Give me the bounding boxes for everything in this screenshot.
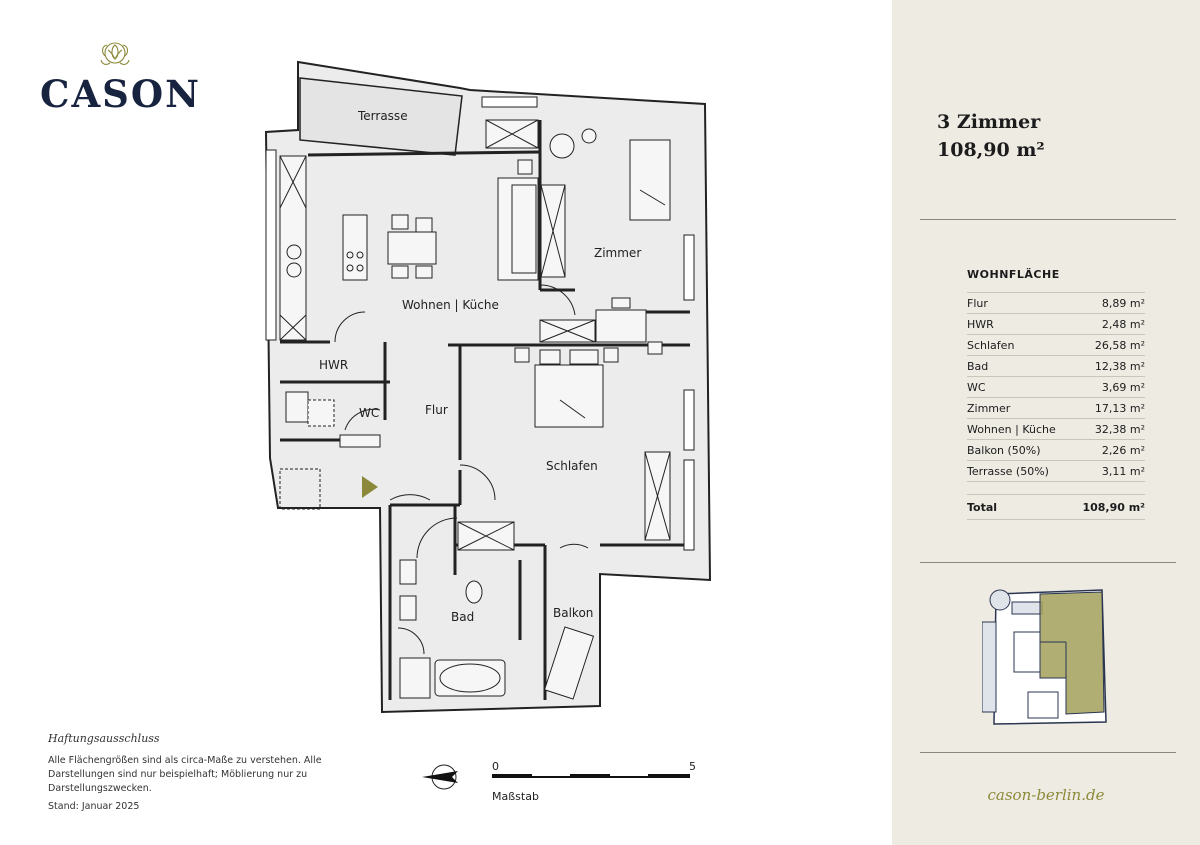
- area-row-value: 3,69 m²: [1101, 381, 1145, 394]
- windows: [265, 96, 695, 551]
- brand-name: CASON: [40, 72, 201, 116]
- disclaimer-text: Alle Flächengrößen sind als circa-Maße z…: [48, 755, 322, 794]
- area-row-name: Zimmer: [967, 402, 1011, 415]
- area-row-name: Bad: [967, 360, 989, 373]
- area-row-name: Terrasse (50%): [967, 465, 1049, 478]
- brand-logo: CASON: [40, 36, 201, 116]
- area-row: Flur 8,89 m²: [967, 292, 1145, 313]
- area-row-name: Schlafen: [967, 339, 1015, 352]
- wardrobes: [457, 119, 671, 551]
- area-row: Schlafen 26,58 m²: [967, 334, 1145, 355]
- door-swings: [334, 284, 589, 655]
- bathroom-fixtures: [285, 391, 506, 699]
- disclaimer-date: Stand: Januar 2025: [48, 801, 140, 812]
- interior-walls: [280, 120, 690, 700]
- entrance-arrow-icon: [362, 476, 378, 498]
- sofa: [497, 159, 539, 281]
- divider-bottom: [920, 752, 1176, 753]
- area-row-name: Flur: [967, 297, 988, 310]
- rose-icon: [100, 42, 130, 65]
- area-row-value: 17,13 m²: [1094, 402, 1145, 415]
- area-heading: WOHNFLÄCHE: [967, 268, 1060, 281]
- area-total-value: 108,90 m²: [1082, 501, 1145, 514]
- area-row: Wohnen | Küche 32,38 m²: [967, 418, 1145, 439]
- scale-end: 5: [689, 760, 696, 773]
- info-panel: 3 Zimmer 108,90 m² WOHNFLÄCHE Flur 8,89 m…: [892, 0, 1200, 845]
- area-row: Zimmer 17,13 m²: [967, 397, 1145, 418]
- area-row: WC 3,69 m²: [967, 376, 1145, 397]
- divider-top: [920, 219, 1176, 220]
- zimmer-furniture: [549, 128, 671, 343]
- room-label-flur: Flur: [425, 403, 448, 417]
- scale-bar: 0 5 Maßstab: [490, 760, 700, 810]
- area-table: WOHNFLÄCHE Flur 8,89 m² HWR 2,48 m² Schlaf…: [967, 268, 1145, 520]
- room-label-wohnen: Wohnen | Küche: [402, 298, 499, 312]
- area-row-name: Balkon (50%): [967, 444, 1041, 457]
- area-row-value: 2,48 m²: [1101, 318, 1145, 331]
- website-link[interactable]: cason-berlin.de: [987, 786, 1105, 804]
- area-row-name: Wohnen | Küche: [967, 423, 1056, 436]
- scale-ruler: [492, 774, 690, 778]
- disclaimer-title: Haftungsausschluss: [48, 732, 160, 745]
- kitchen-units: [279, 155, 368, 341]
- room-label-hwr: HWR: [319, 358, 348, 372]
- floor-plan: Terrasse Zimmer Wohnen | Küche HWR WC Fl…: [264, 60, 712, 714]
- north-arrow-icon: [422, 764, 458, 790]
- unit-highlight: [1039, 591, 1105, 715]
- area-row: Terrasse (50%) 3,11 m²: [967, 460, 1145, 481]
- scale-start: 0: [492, 760, 499, 773]
- room-label-terrasse: Terrasse: [357, 109, 408, 123]
- dining-table: [387, 214, 437, 279]
- room-label-zimmer: Zimmer: [594, 246, 641, 260]
- unit-rooms: 3 Zimmer: [937, 111, 1041, 133]
- terrace-area: [299, 77, 463, 156]
- double-bed: [514, 341, 663, 428]
- unit-area: 108,90 m²: [937, 139, 1045, 161]
- area-row-value: 2,26 m²: [1101, 444, 1145, 457]
- area-total-label: Total: [967, 501, 998, 514]
- room-label-wc: WC: [359, 406, 379, 420]
- area-row: Balkon (50%) 2,26 m²: [967, 439, 1145, 460]
- scale-label: Maßstab: [492, 790, 539, 803]
- disclaimer: Haftungsausschluss Alle Flächengrößen si…: [48, 732, 388, 818]
- area-total-row: Total 108,90 m²: [967, 494, 1145, 520]
- area-row-value: 8,89 m²: [1101, 297, 1145, 310]
- area-row-name: HWR: [967, 318, 994, 331]
- storage-outline: [279, 468, 321, 510]
- divider-middle: [920, 562, 1176, 563]
- room-label-balkon: Balkon: [553, 606, 593, 620]
- area-row-value: 3,11 m²: [1101, 465, 1145, 478]
- balcony-lounger: [543, 626, 595, 700]
- area-row-value: 32,38 m²: [1094, 423, 1145, 436]
- area-row: Bad 12,38 m²: [967, 355, 1145, 376]
- room-label-schlafen: Schlafen: [546, 459, 598, 473]
- unit-title: 3 Zimmer 108,90 m²: [937, 108, 1045, 164]
- area-row-name: WC: [967, 381, 986, 394]
- building-keyplan: [982, 589, 1107, 725]
- area-row: HWR 2,48 m²: [967, 313, 1145, 334]
- area-row-value: 26,58 m²: [1094, 339, 1145, 352]
- room-label-bad: Bad: [451, 610, 474, 624]
- area-row-value: 12,38 m²: [1094, 360, 1145, 373]
